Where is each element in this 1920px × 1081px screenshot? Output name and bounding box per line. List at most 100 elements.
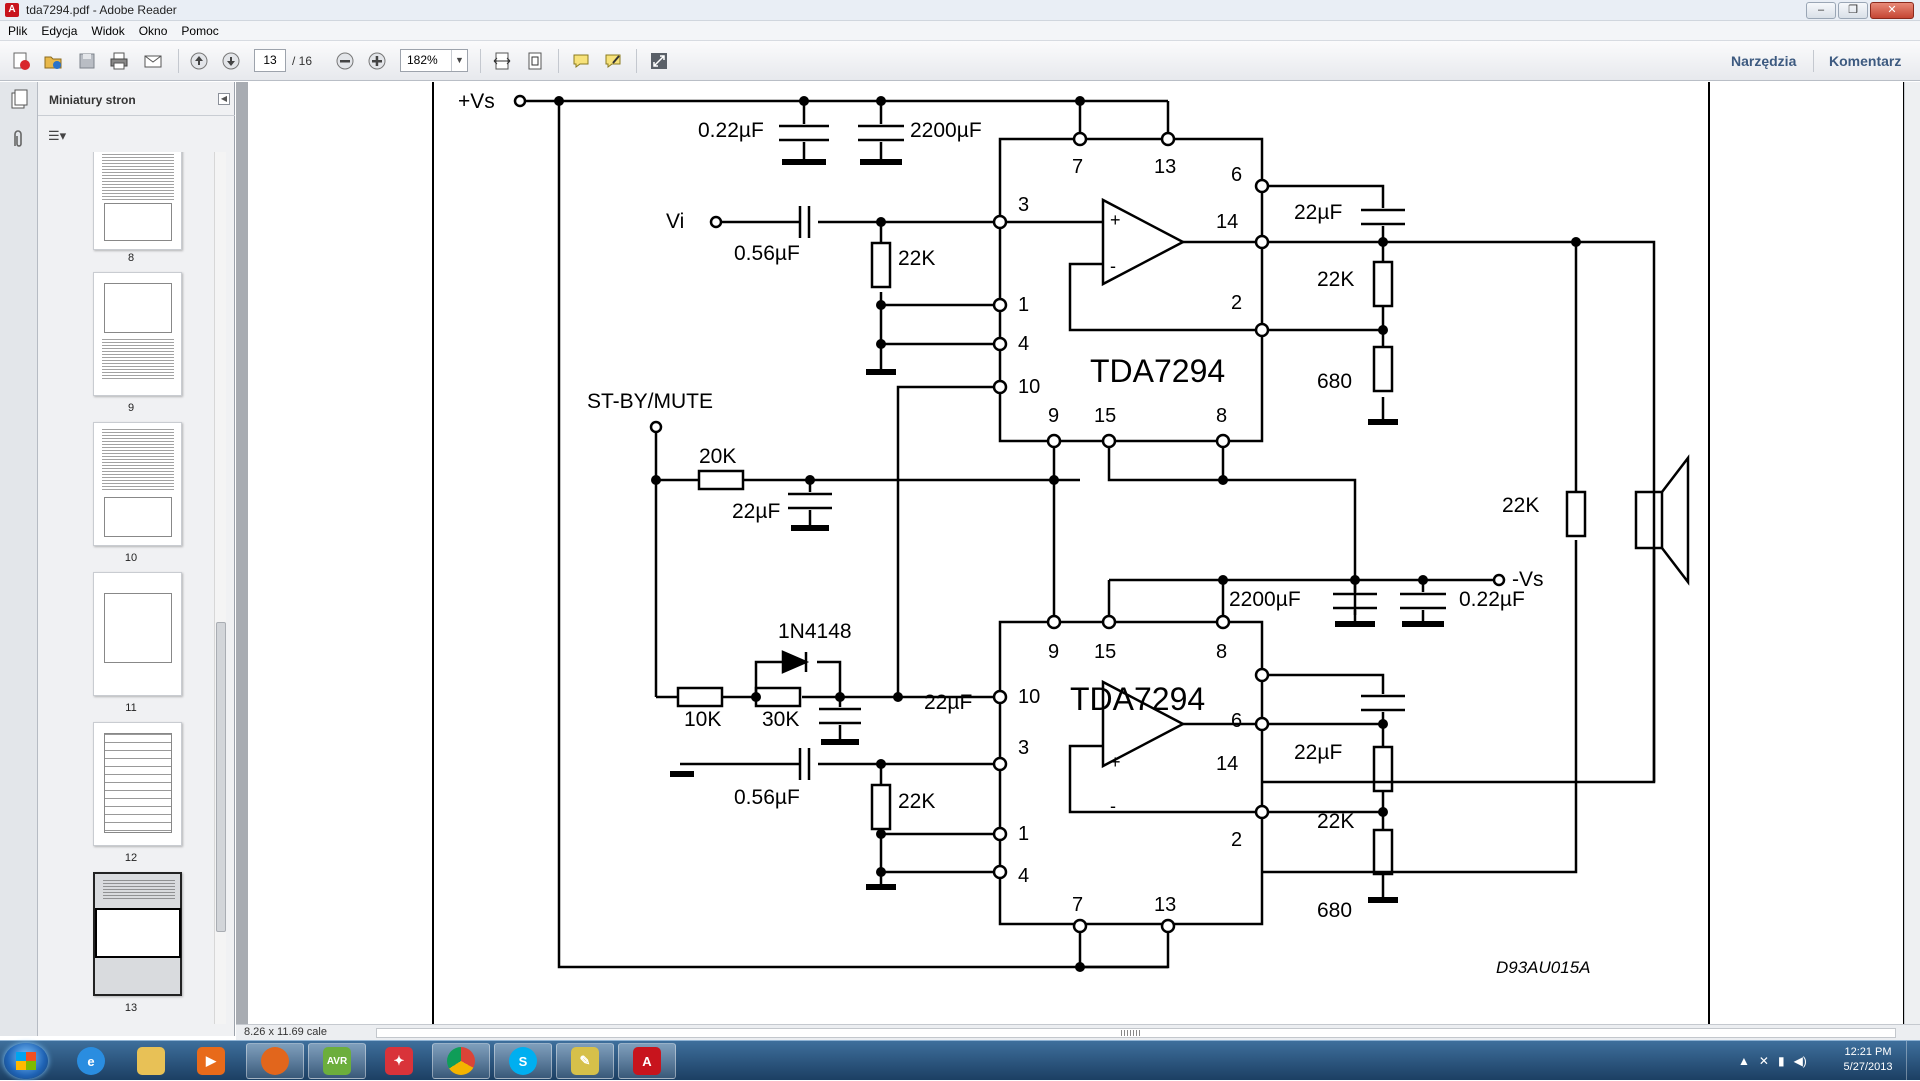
thumbnail-page[interactable]: [93, 572, 182, 696]
taskbar-explorer[interactable]: [122, 1043, 180, 1079]
resistor-680-bottom: [1372, 828, 1394, 876]
menu-okno[interactable]: Okno: [138, 23, 168, 38]
page-label: 8: [127, 252, 135, 264]
label-c-022: 0.22µF: [1459, 588, 1525, 611]
opamp-top: [1101, 197, 1186, 287]
menu-widok[interactable]: Widok: [91, 23, 125, 38]
menu-pomoc[interactable]: Pomoc: [181, 23, 219, 38]
network-warning-icon[interactable]: ✕: [1758, 1054, 1769, 1068]
pin-label: 3: [1018, 194, 1029, 216]
thumbnails-panel: Miniatury stron ◀ ☰▾ 8 9 10 11 12 13: [38, 82, 235, 1036]
terminal-vs-pos: [513, 94, 527, 108]
volume-icon[interactable]: ◀): [1793, 1054, 1807, 1068]
menu-bar: Plik Edycja Widok Okno Pomoc: [0, 21, 1920, 41]
open-icon[interactable]: [40, 49, 66, 73]
thumbnail-scrollbar[interactable]: [214, 152, 226, 1024]
pin-label: 7: [1072, 156, 1083, 178]
pin-label: 3: [1018, 737, 1029, 759]
signal-icon[interactable]: ▮: [1777, 1054, 1785, 1068]
speaker: [1634, 490, 1664, 550]
collapse-panel-button[interactable]: ◀: [218, 93, 230, 105]
capacitor-022: [779, 101, 829, 164]
media-player-icon: ▶: [197, 1047, 225, 1075]
label-r-22k: 22K: [1317, 810, 1354, 833]
restore-button[interactable]: ❐: [1838, 2, 1868, 19]
taskbar-app[interactable]: ✦: [370, 1043, 428, 1079]
zoom-out-icon[interactable]: [332, 49, 358, 73]
thumbnail-page[interactable]: [93, 272, 182, 396]
clock[interactable]: 12:21 PM 5/27/2013: [1832, 1045, 1904, 1075]
show-desktop-button[interactable]: [1906, 1041, 1920, 1081]
fit-page-icon[interactable]: [522, 49, 548, 73]
scrollbar-thumb[interactable]: [216, 622, 226, 932]
thumbnail-list: 8 9 10 11 12 13: [46, 152, 216, 1032]
taskbar-internet-explorer[interactable]: e: [62, 1043, 120, 1079]
horizontal-scrollbar[interactable]: [376, 1028, 1896, 1038]
pin-label: 15: [1094, 405, 1116, 427]
navigation-tabs: [0, 82, 38, 1036]
taskbar-skype[interactable]: S: [494, 1043, 552, 1079]
document-view[interactable]: +Vs 0.22µF 2200µF 7 13 6 Vi 3 + - 14 22µ…: [236, 82, 1920, 1028]
resistor-22k-top: [1372, 260, 1394, 308]
print-icon[interactable]: [106, 49, 132, 73]
pin-label: 14: [1216, 211, 1238, 233]
tools-button[interactable]: Narzędzia: [1731, 53, 1797, 69]
scrollbar-grip[interactable]: [1121, 1030, 1141, 1036]
taskbar-adobe-reader[interactable]: A: [618, 1043, 676, 1079]
thumbnail-page[interactable]: [93, 722, 182, 846]
schematic-diagram: +Vs 0.22µF 2200µF 7 13 6 Vi 3 + - 14 22µ…: [458, 90, 1690, 977]
firefox-icon: [261, 1047, 289, 1075]
next-page-icon[interactable]: [218, 49, 244, 73]
options-menu-icon[interactable]: ☰▾: [48, 128, 67, 143]
pdf-page: +Vs 0.22µF 2200µF 7 13 6 Vi 3 + - 14 22µ…: [248, 82, 1906, 1028]
zoom-select[interactable]: 182% ▼: [400, 49, 468, 72]
save-icon[interactable]: [74, 49, 100, 73]
highlight-icon[interactable]: [600, 49, 626, 73]
pin-label: 9: [1048, 405, 1059, 427]
taskbar-bascom-avr[interactable]: AVR: [308, 1043, 366, 1079]
internet-explorer-icon: e: [77, 1047, 105, 1075]
attachments-icon[interactable]: [8, 128, 30, 152]
label-c-22: 22µF: [732, 500, 780, 523]
thumbnail-page-selected[interactable]: [93, 872, 182, 996]
start-button[interactable]: [4, 1043, 48, 1079]
fit-width-icon[interactable]: [489, 49, 515, 73]
menu-edycja[interactable]: Edycja: [41, 23, 78, 38]
opamp-minus: -: [1110, 256, 1116, 276]
page-label: 12: [124, 852, 138, 864]
email-icon[interactable]: [140, 49, 166, 73]
taskbar-firefox[interactable]: [246, 1043, 304, 1079]
label-r-22k: 22K: [898, 247, 935, 270]
label-c-22: 22µF: [1294, 201, 1342, 224]
label-c-2200: 2200µF: [910, 119, 982, 142]
window-title: tda7294.pdf - Adobe Reader: [26, 3, 177, 17]
taskbar-chrome[interactable]: [432, 1043, 490, 1079]
fullscreen-icon[interactable]: [646, 49, 672, 73]
pin-label: 7: [1072, 894, 1083, 916]
thumbnail-page[interactable]: [93, 152, 182, 250]
chevron-down-icon[interactable]: ▼: [451, 50, 467, 71]
page-number-input[interactable]: 13: [254, 49, 286, 72]
previous-page-icon[interactable]: [186, 49, 212, 73]
taskbar-media-player[interactable]: ▶: [182, 1043, 240, 1079]
create-pdf-icon[interactable]: [8, 49, 34, 73]
page-label: 13: [124, 1002, 138, 1014]
resistor-680-top: [1372, 345, 1394, 393]
tray-expand-icon[interactable]: ▲: [1738, 1054, 1750, 1068]
chrome-icon: [447, 1047, 475, 1075]
page-border: [432, 82, 434, 1028]
comment-bubble-icon[interactable]: [568, 49, 594, 73]
comment-button[interactable]: Komentarz: [1829, 53, 1902, 69]
menu-plik[interactable]: Plik: [8, 23, 28, 38]
close-button[interactable]: ✕: [1870, 2, 1914, 19]
page-label: 11: [125, 702, 137, 714]
taskbar-editor[interactable]: ✎: [556, 1043, 614, 1079]
page-thumbnails-icon[interactable]: [8, 88, 30, 112]
folder-icon: [137, 1047, 165, 1075]
zoom-in-icon[interactable]: [364, 49, 390, 73]
opamp-minus: -: [1110, 796, 1116, 816]
minimize-button[interactable]: –: [1806, 2, 1836, 19]
document-scrollbar[interactable]: [1904, 82, 1920, 1024]
label-r-680: 680: [1317, 899, 1352, 922]
thumbnail-page[interactable]: [93, 422, 182, 546]
